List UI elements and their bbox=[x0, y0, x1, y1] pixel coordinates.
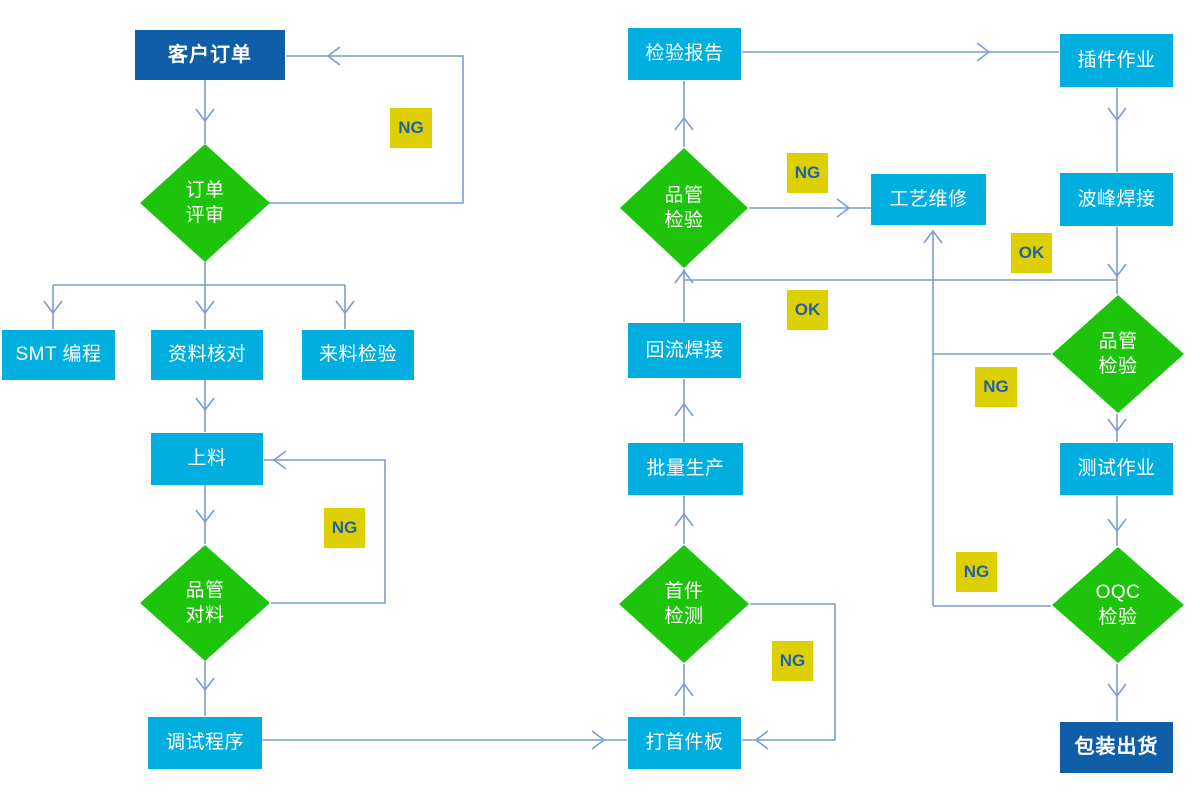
node-inspection-report-label: 检验报告 bbox=[645, 43, 724, 65]
node-insertion: 插件作业 bbox=[1060, 34, 1173, 87]
tag-ng-qc-material-label: NG bbox=[331, 517, 358, 537]
arrow-into-order-review bbox=[195, 108, 215, 123]
tag-ng-order-review: NG bbox=[390, 108, 432, 148]
node-first-article-check-label: 首件 bbox=[664, 580, 704, 602]
arrow-into-qc-smt bbox=[674, 269, 694, 284]
tag-ok-wave: OK bbox=[1011, 233, 1052, 273]
node-insertion-label: 插件作业 bbox=[1077, 49, 1156, 71]
arrow-into-debug bbox=[195, 677, 215, 692]
node-loading: 上料 bbox=[151, 433, 263, 485]
tag-ng-qc-dip: NG bbox=[975, 367, 1017, 407]
tag-ok-qc-smt: OK bbox=[787, 290, 828, 330]
node-testing-label: 测试作业 bbox=[1077, 458, 1156, 480]
arrow-into-mass bbox=[674, 512, 694, 527]
tag-ok-qc-smt-label: OK bbox=[794, 299, 821, 319]
node-data-check-label: 资料核对 bbox=[167, 344, 246, 366]
tag-ok-wave-label: OK bbox=[1018, 242, 1045, 262]
arrow-into-reflow bbox=[674, 402, 694, 417]
node-debug-program: 调试程序 bbox=[148, 717, 262, 769]
node-packing-shipping-label: 包装出货 bbox=[1074, 736, 1159, 759]
node-data-check: 资料核对 bbox=[151, 330, 263, 380]
node-loading-label: 上料 bbox=[187, 448, 227, 470]
node-qc-material-label: 对料 bbox=[185, 605, 225, 626]
node-oqc-inspection-label: OQC bbox=[1095, 581, 1141, 603]
node-order-review-label: 评审 bbox=[185, 205, 225, 226]
arrow-into-loading bbox=[195, 397, 215, 412]
node-rework-label: 工艺维修 bbox=[889, 188, 968, 210]
node-order-review-label: 订单 bbox=[185, 179, 225, 201]
node-incoming-inspection: 来料检验 bbox=[302, 330, 414, 380]
arrow-ng-into-rework bbox=[836, 198, 851, 218]
node-first-board-label: 打首件板 bbox=[645, 732, 724, 754]
node-mass-production: 批量生产 bbox=[628, 443, 743, 495]
node-reflow-soldering: 回流焊接 bbox=[628, 323, 741, 378]
node-qc-inspection-smt-label: 品管 bbox=[664, 184, 704, 206]
node-mass-production-label: 批量生产 bbox=[646, 458, 725, 480]
arrow-ng-into-first-board bbox=[754, 730, 769, 750]
tag-ng-qc-dip-label: NG bbox=[983, 376, 1009, 396]
node-wave-soldering: 波峰焊接 bbox=[1060, 173, 1173, 226]
node-debug-program-label: 调试程序 bbox=[165, 732, 244, 754]
node-testing: 测试作业 bbox=[1060, 443, 1173, 495]
node-smt-programming-label: SMT 编程 bbox=[15, 344, 102, 366]
node-oqc-inspection-label: 检验 bbox=[1098, 607, 1138, 628]
arrow-into-wave bbox=[1107, 107, 1127, 122]
arrow-into-qc-dip bbox=[1107, 263, 1127, 278]
node-wave-soldering-label: 波峰焊接 bbox=[1077, 188, 1156, 210]
node-customer-order-label: 客户订单 bbox=[168, 43, 252, 66]
node-inspection-report: 检验报告 bbox=[628, 28, 741, 80]
tag-ng-first-article: NG bbox=[772, 641, 813, 681]
arrow-into-report bbox=[674, 116, 694, 131]
node-smt-programming: SMT 编程 bbox=[2, 330, 115, 380]
arrow-into-data-check bbox=[195, 300, 215, 315]
arrow-ng-into-order bbox=[326, 46, 341, 66]
arrow-collector-to-rework bbox=[923, 229, 943, 244]
arrow-into-oqc bbox=[1107, 518, 1127, 533]
node-qc-inspection-dip-label: 品管 bbox=[1098, 330, 1138, 352]
node-rework: 工艺维修 bbox=[871, 174, 986, 225]
node-qc-inspection-smt-label: 检验 bbox=[664, 210, 704, 231]
connector-qc-material-ng-loop bbox=[264, 459, 386, 604]
tag-ng-qc-smt: NG bbox=[787, 153, 828, 193]
node-qc-inspection-dip-label: 检验 bbox=[1098, 356, 1138, 377]
tag-ng-oqc-label: NG bbox=[963, 561, 990, 581]
node-first-board: 打首件板 bbox=[628, 717, 741, 769]
connector-review-ng-loop bbox=[269, 55, 464, 204]
node-reflow-soldering-label: 回流焊接 bbox=[645, 339, 724, 361]
tag-ng-first-article-label: NG bbox=[779, 650, 806, 670]
arrow-into-packing bbox=[1107, 683, 1127, 698]
arrow-into-testing bbox=[1107, 418, 1127, 433]
connector-first-article-ng-loop bbox=[742, 603, 836, 741]
arrow-into-first-article bbox=[674, 682, 694, 697]
arrow-into-smt bbox=[43, 300, 63, 315]
arrow-ng-into-loading bbox=[272, 450, 287, 470]
arrow-into-incoming bbox=[335, 300, 355, 315]
arrow-into-qc-material bbox=[195, 509, 215, 524]
arrow-into-insertion bbox=[976, 42, 991, 62]
node-incoming-inspection-label: 来料检验 bbox=[318, 344, 397, 366]
arrow-into-first-board bbox=[591, 730, 606, 750]
tag-ng-qc-material: NG bbox=[324, 508, 365, 548]
node-customer-order: 客户订单 bbox=[135, 30, 285, 80]
node-first-article-check-label: 检测 bbox=[664, 606, 704, 627]
tag-ng-order-review-label: NG bbox=[398, 117, 424, 137]
node-qc-material-label: 品管 bbox=[185, 579, 225, 601]
tag-ng-qc-smt-label: NG bbox=[794, 162, 821, 182]
tag-ng-oqc: NG bbox=[956, 552, 997, 592]
node-packing-shipping: 包装出货 bbox=[1060, 722, 1173, 773]
